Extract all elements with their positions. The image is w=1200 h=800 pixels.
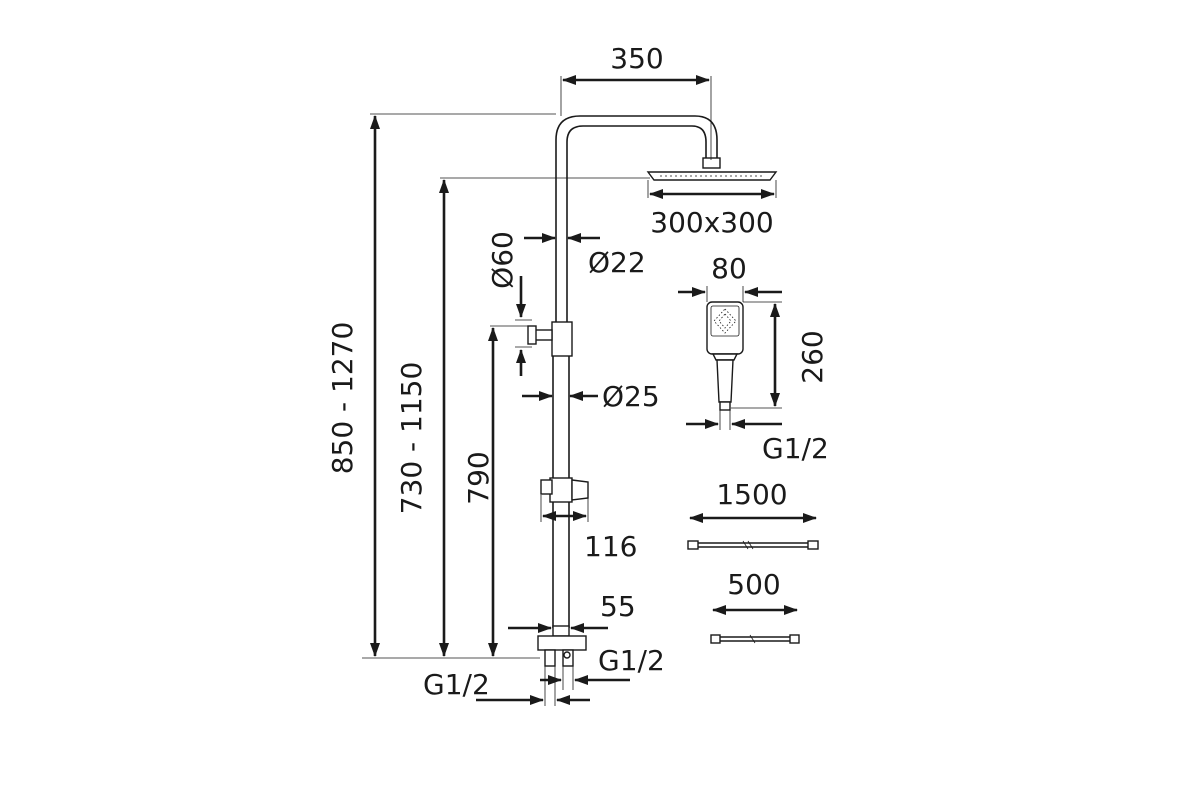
label-790: 790 bbox=[462, 451, 495, 504]
label-80: 80 bbox=[711, 252, 747, 285]
label-hand-thread: G1/2 bbox=[762, 432, 829, 465]
label-thread-right: G1/2 bbox=[598, 644, 665, 677]
label-730-1150: 730 - 1150 bbox=[395, 362, 428, 515]
dimension-width-top: 350 bbox=[560, 42, 712, 160]
dimension-hose-long: 1500 bbox=[689, 478, 817, 523]
dimension-hose-short: 500 bbox=[712, 568, 798, 615]
label-260: 260 bbox=[796, 330, 829, 383]
hose-long bbox=[687, 540, 819, 550]
dimension-valve-width: 55 bbox=[508, 590, 636, 634]
dimension-height-total: 850 - 1270 bbox=[326, 113, 556, 659]
overhead-shower-head bbox=[646, 157, 778, 181]
label-350: 350 bbox=[610, 42, 663, 75]
dimension-pipe-lower-diameter: Ø25 bbox=[522, 380, 660, 413]
label-55: 55 bbox=[600, 590, 636, 623]
hand-shower bbox=[706, 301, 744, 411]
dimension-height-holder: 790 bbox=[462, 325, 528, 657]
hand-shower-holder bbox=[527, 321, 573, 357]
hose-short bbox=[710, 634, 800, 644]
label-116: 116 bbox=[584, 530, 637, 563]
label-diameter-25: Ø25 bbox=[602, 380, 660, 413]
dimension-height-head: 730 - 1150 bbox=[395, 177, 650, 657]
label-diameter-60: Ø60 bbox=[486, 231, 519, 289]
label-500: 500 bbox=[727, 568, 780, 601]
slider-bracket bbox=[540, 477, 589, 503]
label-850-1270: 850 - 1270 bbox=[326, 322, 359, 475]
dimension-head-size: 300x300 bbox=[647, 180, 777, 239]
dimension-hand-length: 260 bbox=[731, 301, 829, 409]
label-1500: 1500 bbox=[716, 478, 787, 511]
dimension-hand-width: 80 bbox=[678, 252, 782, 302]
dimension-thread-left: G1/2 bbox=[423, 666, 590, 706]
dimension-thread-right: G1/2 bbox=[540, 644, 665, 690]
dimension-hand-thread: G1/2 bbox=[686, 410, 829, 465]
spray-face-pattern bbox=[713, 308, 737, 334]
label-300x300: 300x300 bbox=[650, 206, 773, 239]
dimension-slider-width: 116 bbox=[540, 495, 637, 563]
label-thread-left: G1/2 bbox=[423, 668, 490, 701]
diverter-valve bbox=[537, 625, 587, 667]
label-diameter-22: Ø22 bbox=[588, 246, 646, 279]
dimension-pipe-upper-diameter: Ø22 bbox=[524, 233, 646, 279]
dimension-holder-diameter: Ø60 bbox=[486, 231, 532, 376]
